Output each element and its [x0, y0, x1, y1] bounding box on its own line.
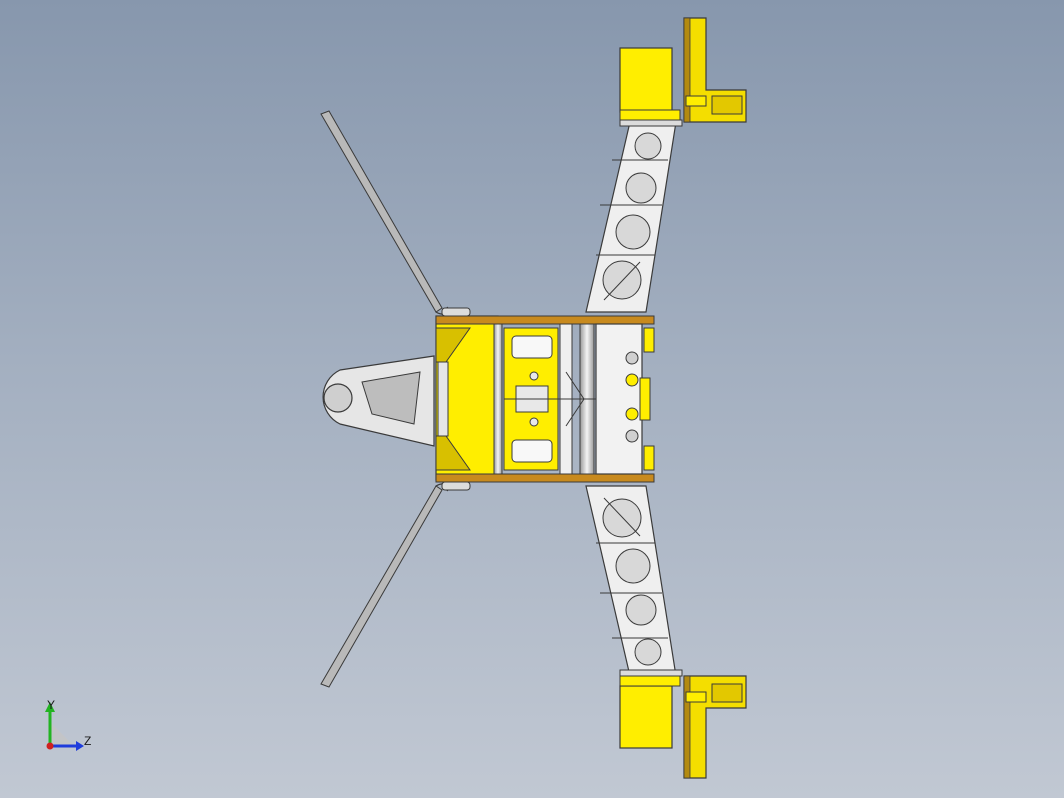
central-frame: [435, 307, 655, 491]
y-axis-label: Y: [47, 698, 56, 712]
upper-arm-truss: [585, 121, 677, 313]
lower-arm-truss: [585, 485, 677, 677]
upper-motor-block: [619, 17, 747, 127]
lower-wire-leg: [320, 483, 454, 688]
lower-motor-block: [619, 669, 747, 779]
z-axis-label: Z: [84, 734, 92, 748]
origin-dot: [46, 742, 54, 750]
upper-wire-leg: [320, 110, 454, 315]
coordinate-triad: Y Z: [38, 696, 98, 756]
triad-graphic: [45, 702, 84, 751]
left-mount-bracket: [322, 355, 435, 447]
